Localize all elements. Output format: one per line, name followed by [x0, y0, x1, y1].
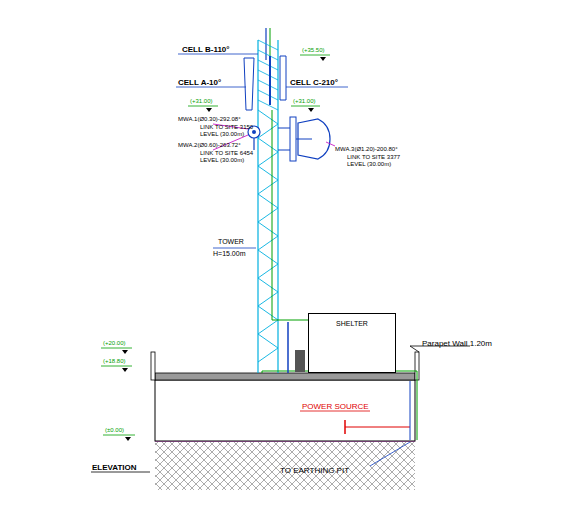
annotation: CELL A-10° — [178, 78, 221, 87]
ground-hatch — [155, 442, 415, 490]
annotation: LEVEL (30.00m) — [200, 157, 244, 164]
annotation: TOWER — [218, 238, 244, 246]
annotation: CELL B-110° — [182, 45, 230, 54]
sector-antenna — [244, 58, 254, 110]
shelter-box: SHELTER — [308, 313, 396, 373]
earth-cable — [262, 371, 417, 440]
cable-tray — [287, 322, 289, 373]
power-line — [344, 420, 346, 434]
leaders — [91, 54, 470, 472]
annotation: POWER SOURCE — [302, 402, 369, 411]
annotation: LEVEL (30.00m) — [200, 131, 244, 138]
annotation: LINK TO SITE 3377 — [347, 154, 400, 161]
sector-antenna — [269, 56, 271, 105]
annotation: Parapet Wall 1.20m — [422, 339, 492, 348]
annotation: (+35.50) — [302, 47, 325, 54]
feeder-cable — [272, 110, 308, 320]
annotation: MWA.2(Ø0.60)-263.72° — [178, 142, 241, 149]
annotation: MWA.1(Ø0.30)-292.08° — [178, 116, 241, 123]
annotation: (+18.80) — [103, 358, 126, 365]
earth-line — [410, 381, 411, 440]
annotation: (±0.00) — [105, 427, 124, 434]
mw-dish — [252, 130, 256, 134]
annotation: CELL C-210° — [290, 78, 338, 87]
tower — [258, 28, 278, 373]
node-label: SHELTER — [309, 314, 395, 327]
annotation: H=15.00m — [213, 250, 246, 258]
leader-line — [370, 442, 410, 466]
building — [155, 380, 415, 441]
sector-antenna — [280, 56, 286, 100]
annotation: (+31.00) — [293, 98, 316, 105]
annotation: LINK TO SITE 3150 — [200, 124, 253, 131]
annotation: MWA.3(Ø1.20)-200.80° — [335, 146, 398, 153]
annotation: ELEVATION — [92, 463, 137, 472]
parapet-left — [151, 352, 155, 380]
annotation: TO EARTHING PIT — [280, 466, 349, 475]
annotation: LINK TO SITE 6454 — [200, 150, 253, 157]
mw-dish-mount — [253, 138, 254, 150]
mw-dish-large — [278, 117, 330, 161]
equipment — [295, 350, 305, 372]
annotation: LEVEL (30.00m) — [347, 161, 391, 168]
annotation: (+20.00) — [103, 340, 126, 347]
power-line — [345, 427, 410, 428]
level-marks — [122, 57, 326, 441]
roof-slab — [155, 373, 415, 380]
annotation: (+31.00) — [190, 98, 213, 105]
